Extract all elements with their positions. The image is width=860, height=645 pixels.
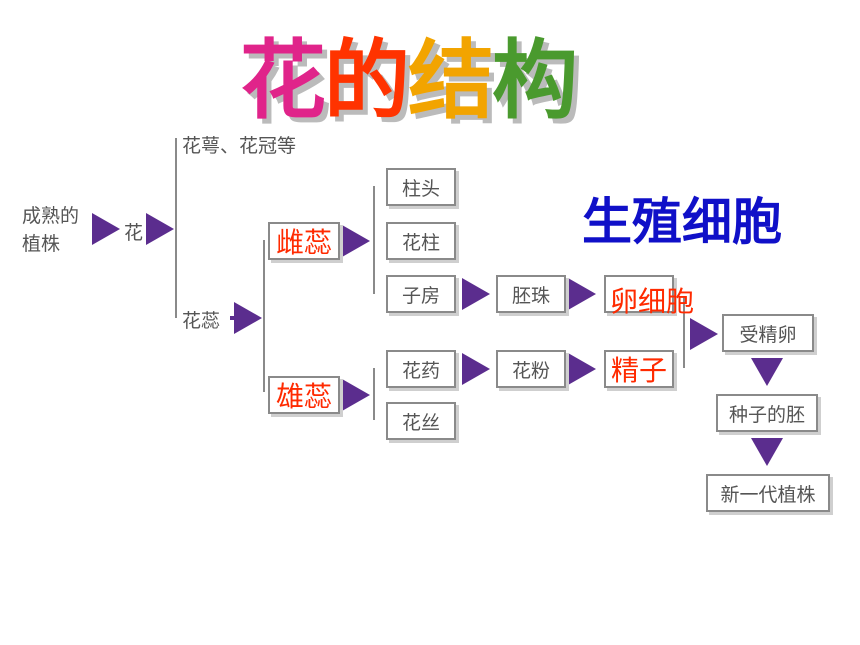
reproductive-cells-label: 生殖细胞 (582, 193, 782, 251)
ovule-box: 胚珠 (496, 275, 566, 313)
title-char-2: 的 (324, 31, 410, 131)
sperm-box: 精子 (604, 350, 674, 388)
ovule-label: 胚珠 (511, 284, 550, 307)
anther-box: 花药 (386, 350, 456, 388)
new-plant-label: 新一代植株 (720, 483, 816, 506)
sepal-petal-label: 花萼、花冠等 (182, 135, 297, 157)
stamen-label: 雄蕊 (275, 380, 332, 413)
pollen-box: 花粉 (496, 350, 566, 388)
title-char-3: 结 (408, 31, 494, 131)
anther-label: 花药 (401, 359, 440, 382)
egg-cell-label: 卵细胞 (610, 285, 695, 318)
pistil-box: 雌蕊 (268, 222, 340, 260)
embryo-box: 种子的胚 (716, 394, 818, 432)
stamen-pistil-label: 花蕊 (182, 310, 221, 332)
style-box: 花柱 (386, 222, 456, 260)
stamen-box: 雄蕊 (268, 376, 340, 414)
sperm-label: 精子 (610, 354, 667, 387)
style-label: 花柱 (401, 231, 440, 254)
ovary-label: 子房 (401, 284, 440, 307)
title-char-4: 构 (492, 31, 578, 131)
pistil-label: 雌蕊 (275, 226, 332, 259)
filament-box: 花丝 (386, 402, 456, 440)
title-char-1: 花 (240, 31, 326, 131)
page-title: 花的结构 (240, 10, 578, 135)
zygote-box: 受精卵 (722, 314, 814, 352)
new-plant-box: 新一代植株 (706, 474, 830, 512)
filament-label: 花丝 (401, 411, 440, 434)
mature-plant-label: 成熟的 植株 (22, 205, 80, 255)
stigma-box: 柱头 (386, 168, 456, 206)
flower-label: 花 (124, 222, 144, 244)
pollen-label: 花粉 (511, 359, 550, 382)
zygote-label: 受精卵 (739, 323, 797, 346)
egg-cell-box (604, 275, 674, 313)
ovary-box: 子房 (386, 275, 456, 313)
embryo-label: 种子的胚 (728, 403, 805, 426)
stigma-label: 柱头 (401, 177, 440, 200)
